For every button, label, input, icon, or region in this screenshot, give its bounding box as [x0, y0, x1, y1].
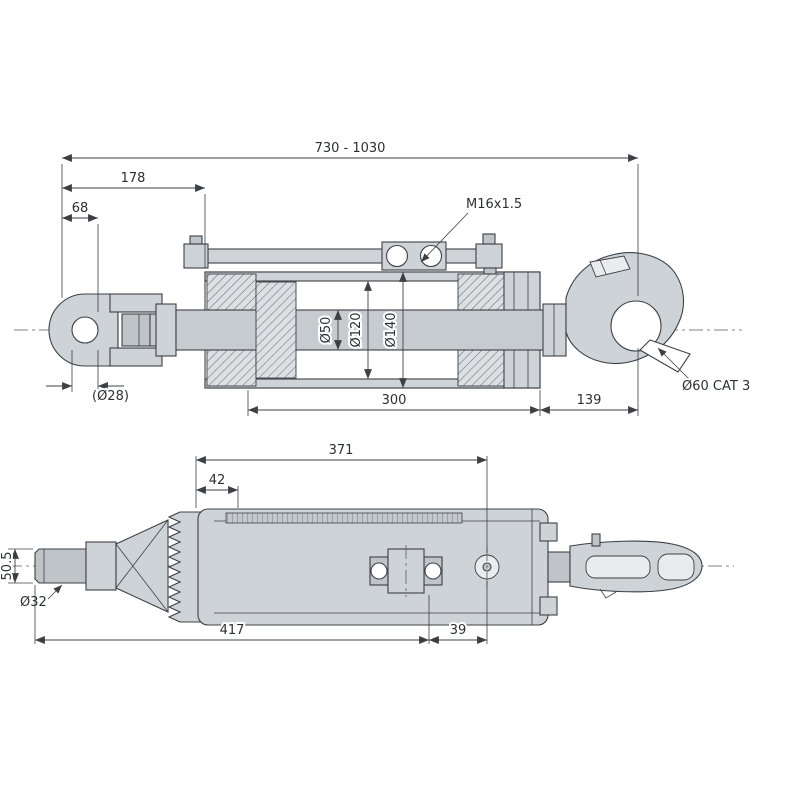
top-view-drawing: 730 - 1030 178 68 M16x1.5 Ø50 Ø120 [14, 139, 752, 416]
dim-42: 42 [196, 471, 239, 508]
hook-top-view [565, 252, 691, 373]
fork-hole [71, 316, 99, 344]
thread-label: M16x1.5 [466, 197, 522, 212]
dim-overall-label: 730 - 1030 [315, 141, 386, 156]
dim-139: 139 [540, 348, 639, 416]
dim-139-label: 139 [577, 393, 602, 408]
right-bolt [482, 233, 496, 245]
hook-latch [589, 255, 631, 278]
callout-hook: Ø60 CAT 3 [657, 347, 752, 396]
top-bar-assembly [183, 233, 503, 275]
dim-50-5-label: 50.5 [0, 552, 15, 581]
rod-collar [85, 541, 117, 591]
callout-bore-dia: Ø120 [347, 281, 372, 379]
dim-overall: 730 - 1030 [61, 139, 639, 298]
dim-rod-dia-label: Ø32 [20, 595, 47, 610]
rod-dia-label: Ø50 [319, 317, 334, 344]
dim-178: 178 [62, 169, 206, 268]
fill-port [474, 547, 500, 589]
dim-39-label: 39 [450, 623, 467, 638]
barrel-dia-label: Ø140 [384, 312, 399, 347]
spring-strip [225, 512, 463, 524]
bore-dia-label: Ø120 [349, 312, 364, 347]
rear-nut [542, 303, 567, 357]
dim-39: 39 [429, 581, 488, 644]
callout-rod-dia: Ø50 [317, 310, 342, 350]
dim-68: 68 [62, 199, 99, 312]
dim-42-label: 42 [209, 473, 226, 488]
bottom-view-drawing: 371 42 50.5 Ø32 417 [0, 441, 734, 644]
dim-417-label: 417 [220, 623, 245, 638]
hook-mouth [639, 339, 691, 373]
dim-fork-hole: (Ø28) [46, 350, 131, 406]
dim-68-label: 68 [72, 201, 89, 216]
piston-rod [175, 309, 567, 351]
bottom-rod [34, 541, 117, 591]
dim-371-label: 371 [329, 443, 354, 458]
knuckle [115, 519, 169, 613]
dim-300-label: 300 [382, 393, 407, 408]
dim-fork-hole-label: (Ø28) [92, 389, 129, 404]
hook-label: Ø60 CAT 3 [682, 379, 750, 394]
fork-end [48, 293, 163, 367]
dim-178-label: 178 [121, 171, 146, 186]
dim-417: 417 [34, 585, 430, 644]
dim-50-5: 50.5 [0, 548, 33, 584]
hook-seat-hole [610, 300, 662, 352]
dim-rod-dia: Ø32 [18, 584, 63, 612]
callout-barrel-dia: Ø140 [382, 272, 407, 388]
dim-300: 300 [247, 390, 541, 416]
callout-thread: M16x1.5 [420, 195, 524, 263]
hook-side-view [539, 522, 703, 616]
left-bolt [189, 235, 203, 245]
hook-latch-knob [591, 533, 601, 547]
jam-nut [155, 303, 177, 357]
valve-block [369, 545, 443, 597]
piston-section [255, 281, 297, 379]
cylinder-body [175, 271, 567, 389]
dim-371: 371 [195, 441, 488, 553]
